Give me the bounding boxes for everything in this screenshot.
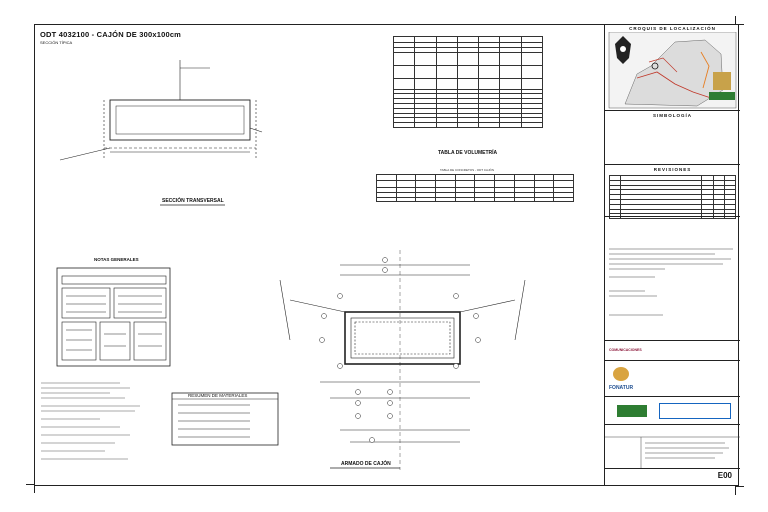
notes-text-lines <box>41 382 140 460</box>
project-description-section <box>605 424 740 469</box>
communications-row: COMUNICACIONES <box>605 340 740 360</box>
concrete-table-title: TABLA DE CONCRETOS - ODT CAJÓN <box>440 168 495 172</box>
sheet-number-section: E00 <box>605 468 740 486</box>
symbology-section: SIMBOLOGÍA <box>605 110 740 164</box>
box-reinforcement-drawing <box>279 250 526 470</box>
cross-section-drawing <box>59 60 263 161</box>
concrete-table <box>376 174 574 203</box>
title-block: CROQUIS DE LOCALIZACIÓN SIMBOLOGÍA REVIS… <box>604 24 740 486</box>
symbology-title: SIMBOLOGÍA <box>653 113 692 118</box>
materials-summary-title: RESUMEN DE MATERIALES <box>188 393 248 398</box>
coat-of-arms-icon <box>615 36 631 64</box>
general-notes-title: NOTAS GENERALES <box>94 257 139 262</box>
crop-mark-bottom-right <box>735 486 744 495</box>
cross-section-label: SECCIÓN TRANSVERSAL <box>162 198 224 204</box>
crop-mark-bottom-left <box>26 484 35 493</box>
fonatur-row: FONATUR <box>605 360 740 396</box>
general-notes-panel <box>56 267 171 367</box>
fonatur-emblem-icon <box>613 367 629 381</box>
sheet-number: E00 <box>717 471 732 480</box>
drawing-subtitle: SECCIÓN TÍPICA <box>40 40 73 45</box>
drawing-sheet-border <box>34 24 739 486</box>
revisions-table <box>608 175 737 220</box>
fonatur-logo: FONATUR <box>609 385 634 391</box>
rebar-callout-circles <box>319 257 481 443</box>
contractor-logos-row <box>605 396 740 424</box>
revisions-title: REVISIONES <box>653 167 692 172</box>
volumetry-table <box>392 36 544 128</box>
volumetry-table-title: TABLA DE VOLUMETRÍA <box>438 150 498 156</box>
crop-mark-top-right <box>735 16 744 25</box>
contractor-logo-icon <box>617 405 647 417</box>
box-reinforcement-title: ARMADO DE CAJÓN <box>341 461 391 467</box>
revisions-section: REVISIONES <box>605 164 740 220</box>
drawing-title: ODT 4032100 - CAJÓN DE 300x100cm <box>40 30 182 39</box>
legal-text-section <box>605 216 740 340</box>
location-sketch-section: CROQUIS DE LOCALIZACIÓN <box>605 24 740 110</box>
materials-summary-box <box>171 392 279 446</box>
communications-logo: COMUNICACIONES <box>609 348 642 352</box>
consultant-logo-icon <box>659 403 731 419</box>
location-sketch-title: CROQUIS DE LOCALIZACIÓN <box>629 26 716 31</box>
location-map <box>608 32 737 109</box>
tren-maya-logo-icon <box>709 72 735 100</box>
